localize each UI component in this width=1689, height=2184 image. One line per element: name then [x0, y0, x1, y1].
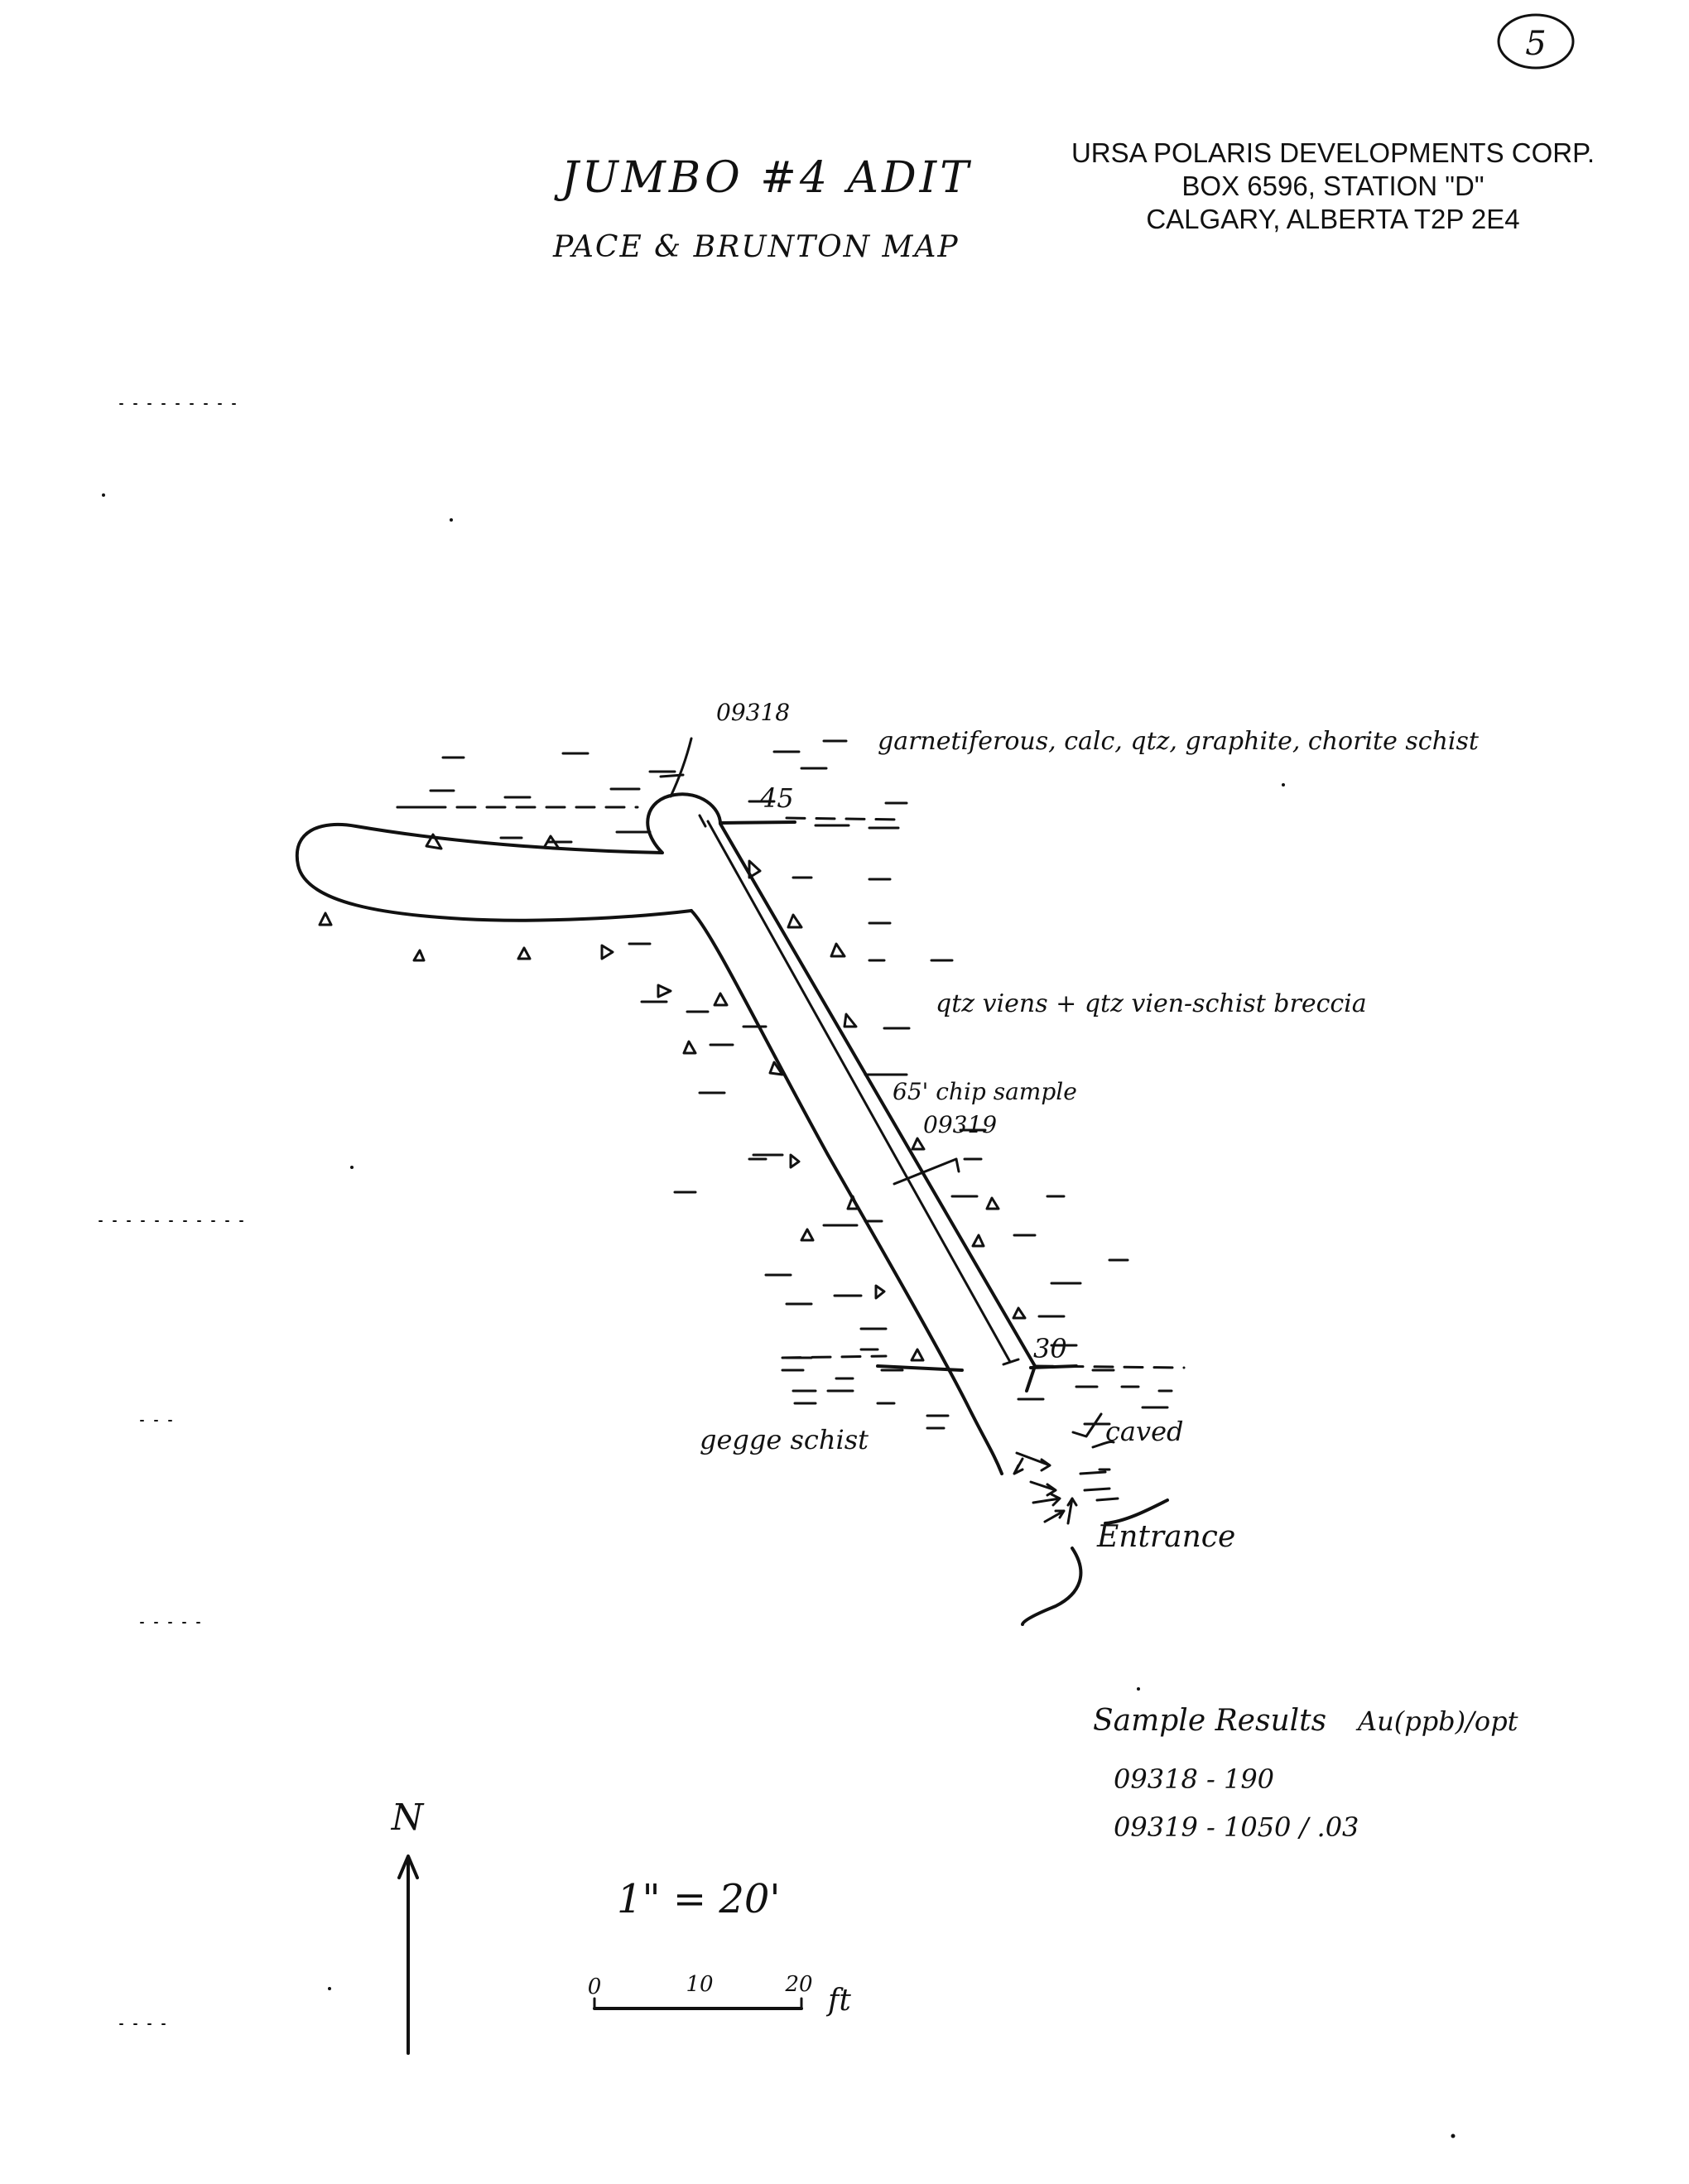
north-arrow-label: N: [391, 1797, 425, 1839]
north-arrow: N: [391, 1797, 425, 2055]
rock-unit-north-label: garnetiferous, calc, qtz, graphite, chor…: [878, 727, 1480, 756]
rock-unit-south-label: gegge schist: [700, 1424, 869, 1455]
strike-lines: [719, 820, 1078, 1372]
sample-result-row: 09318 - 190: [1114, 1763, 1274, 1795]
schist-foliation-dashes: [396, 739, 1173, 1430]
chip-sample-label: 65' chip sample: [893, 1078, 1077, 1105]
adit-outline: [295, 792, 1169, 1626]
scale-tick-label: 10: [686, 1972, 713, 1997]
strike-30-label: 30: [1033, 1333, 1067, 1364]
leader-lines: [659, 737, 960, 1186]
entrance-label: Entrance: [1096, 1520, 1235, 1554]
caved-label: caved: [1105, 1416, 1184, 1447]
scan-dots: [102, 493, 1456, 2138]
chip-sample-id-label: 09319: [923, 1111, 997, 1138]
sample-result-row: 09319 - 1050 / .03: [1114, 1811, 1359, 1843]
scale-ratio: 1" = 20': [617, 1876, 781, 1922]
adit-north-wall: [295, 792, 1037, 1393]
breccia-symbols: [318, 833, 1027, 1362]
strike-45-label: 45: [759, 782, 794, 814]
scan-margin-marks: [99, 403, 249, 2025]
sample-09318-label: 09318: [716, 699, 790, 726]
map-title: JUMBO #4 ADIT: [554, 153, 972, 203]
sample-results-heading: Sample Results: [1093, 1704, 1326, 1738]
adit-south-wall: [690, 909, 1003, 1475]
rock-unit-mid-label: qtz viens + qtz vien-schist breccia: [936, 989, 1367, 1018]
north-arrow-head: [397, 1854, 419, 1879]
company-address-2: CALGARY, ALBERTA T2P 2E4: [1146, 204, 1519, 234]
scale-block: 1" = 20' 0 10 20 ft: [588, 1876, 852, 2018]
chip-sample-strip: [698, 814, 1020, 1366]
map-subtitle: PACE & BRUNTON MAP: [552, 230, 960, 264]
entrance-hook: [1104, 1498, 1169, 1525]
caved-arrows: [1013, 1412, 1119, 1525]
page-number-stamp: 5: [1497, 13, 1575, 70]
page-number: 5: [1525, 25, 1546, 63]
adit-entrance-curve: [1021, 1547, 1083, 1626]
sample-results-table: Sample Results Au(ppb)/opt 09318 - 190 0…: [1093, 1704, 1518, 1843]
geologic-contact-lines: [396, 806, 1186, 1369]
company-address-1: BOX 6596, STATION "D": [1181, 171, 1484, 201]
scale-tick-label: 20: [784, 1972, 812, 1997]
sample-results-units: Au(ppb)/opt: [1355, 1705, 1518, 1737]
scale-tick-label: 0: [588, 1975, 602, 1999]
scale-unit: ft: [825, 1984, 851, 2018]
company-name: URSA POLARIS DEVELOPMENTS CORP.: [1071, 137, 1595, 168]
